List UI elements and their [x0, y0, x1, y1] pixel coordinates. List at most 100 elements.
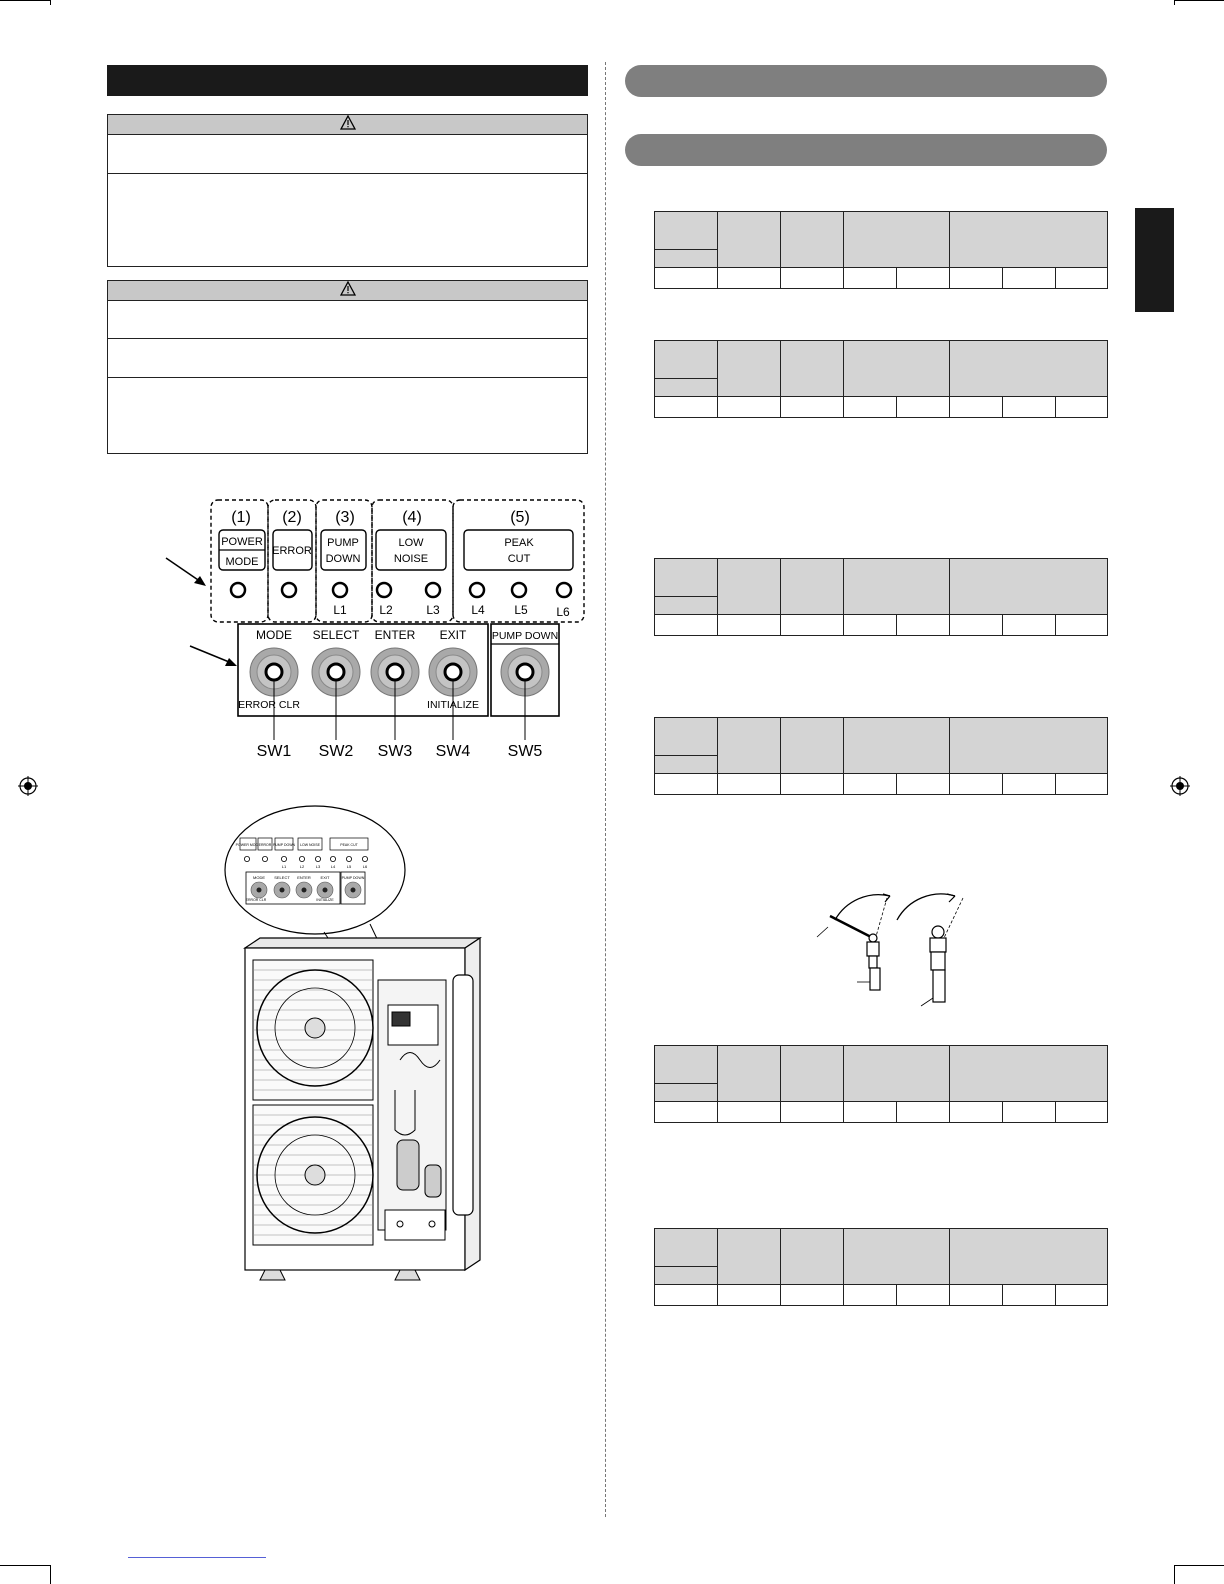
indicator-label: PUMP [327, 537, 359, 549]
switch-button-sw1[interactable] [249, 647, 299, 697]
led-indicator [229, 581, 247, 599]
led-group-3 [315, 499, 373, 623]
switch-label: SW1 [257, 743, 292, 760]
valve-left [816, 893, 891, 991]
control-panel-diagram: (1) (2) (3) (4) (5) POWER MODE ERROR PUM… [165, 499, 585, 760]
group-number: (3) [335, 509, 355, 526]
settings-table-5 [654, 1045, 1109, 1123]
led-label: L2 [379, 603, 393, 617]
fan-grille [252, 1104, 374, 1246]
inset-led-label: L5 [347, 864, 352, 869]
valve-right [896, 893, 964, 1007]
inset-button-label: MODE [253, 875, 265, 880]
valve-diagram [816, 893, 964, 1007]
led-label: L5 [514, 603, 528, 617]
registration-mark [1170, 776, 1190, 796]
led-label: L1 [333, 603, 347, 617]
warning-row [108, 174, 587, 266]
button-label: SELECT [313, 628, 360, 642]
switch-button-sw3[interactable] [370, 647, 420, 697]
warning-box-1 [107, 114, 588, 267]
button-label: PUMP DOWN [492, 630, 558, 642]
switch-label: SW3 [378, 743, 413, 760]
settings-table-6 [654, 1228, 1109, 1306]
settings-table-4 [654, 717, 1109, 795]
settings-table-1 [654, 211, 1109, 289]
inset-label: POWER MODE [236, 843, 261, 847]
led-indicator [331, 581, 349, 599]
section-header-bar [107, 65, 588, 96]
led-indicator [555, 581, 573, 599]
crop-mark [50, 1565, 51, 1584]
indicator-label: CUT [508, 553, 531, 565]
warning-icon [339, 114, 356, 135]
led-label: L3 [426, 603, 440, 617]
switch-label: SW4 [436, 743, 471, 760]
inset-button-label: ENTER [297, 875, 311, 880]
inset-led-label: L2 [300, 864, 305, 869]
crop-mark [1174, 0, 1175, 5]
group-number: (1) [231, 509, 251, 526]
crop-mark [1174, 1565, 1224, 1566]
crop-mark [1174, 1565, 1175, 1584]
led-label: L4 [471, 603, 485, 617]
indicator-label: LOW [398, 537, 424, 549]
warning-row [108, 339, 587, 378]
crop-mark [0, 1565, 50, 1566]
warning-row [108, 378, 587, 453]
inset-button-label: EXIT [321, 875, 330, 880]
warning-icon [339, 280, 356, 301]
inset-bubble [224, 805, 406, 935]
button-label: EXIT [440, 628, 467, 642]
settings-table-2 [654, 340, 1109, 418]
inset-sub-label: INITIALIZE [316, 898, 334, 902]
led-indicator [375, 581, 393, 599]
led-group-5 [452, 499, 585, 623]
warning-row [108, 135, 587, 174]
crop-mark [1174, 0, 1224, 1]
inset-led-label: L1 [282, 864, 287, 869]
group-number: (4) [402, 509, 422, 526]
led-indicator [468, 581, 486, 599]
pointer-arrow [189, 645, 237, 666]
group-number: (2) [282, 509, 302, 526]
inset-label: PEAK CUT [340, 843, 358, 847]
indicator-label: MODE [226, 556, 259, 568]
button-label: ENTER [375, 628, 416, 642]
inset-button-label: PUMP DOWN [342, 876, 365, 880]
registration-mark [18, 776, 38, 796]
internal-components [377, 979, 447, 1241]
column-divider [605, 62, 606, 1517]
inset-label: PUMP DOWN [273, 843, 296, 847]
indicator-label: DOWN [326, 553, 361, 565]
indicator-label: POWER [221, 536, 263, 548]
warning-header [108, 280, 587, 301]
led-group-2 [267, 499, 317, 623]
inset-led-label: L6 [363, 864, 368, 869]
switch-label: SW2 [319, 743, 354, 760]
button-label: MODE [256, 628, 292, 642]
indicator-label: NOISE [394, 553, 428, 565]
inset-button-label: SELECT [274, 875, 290, 880]
led-indicator [510, 581, 528, 599]
outdoor-unit-illustration: POWER MODE ERROR PUMP DOWN LOW NOISE PEA… [224, 805, 482, 1281]
led-label: L6 [556, 605, 570, 619]
inset-led-label: L4 [331, 864, 336, 869]
section-pill-2 [625, 134, 1107, 166]
led-indicator [280, 581, 298, 599]
led-indicator [424, 581, 442, 599]
fan-grille [252, 959, 374, 1101]
inset-led-label: L3 [316, 864, 321, 869]
switch-label: SW5 [508, 743, 543, 760]
inset-label: LOW NOISE [300, 843, 321, 847]
warning-box-2 [107, 280, 588, 454]
language-tab [1135, 208, 1174, 312]
indicator-label: ERROR [272, 545, 312, 557]
inset-label: ERROR [259, 843, 272, 847]
switch-button-sw2[interactable] [311, 647, 361, 697]
crop-mark [50, 0, 51, 5]
warning-header [108, 114, 587, 135]
group-number: (5) [510, 509, 530, 526]
settings-table-3 [654, 558, 1109, 636]
footer-rule [128, 1557, 266, 1558]
